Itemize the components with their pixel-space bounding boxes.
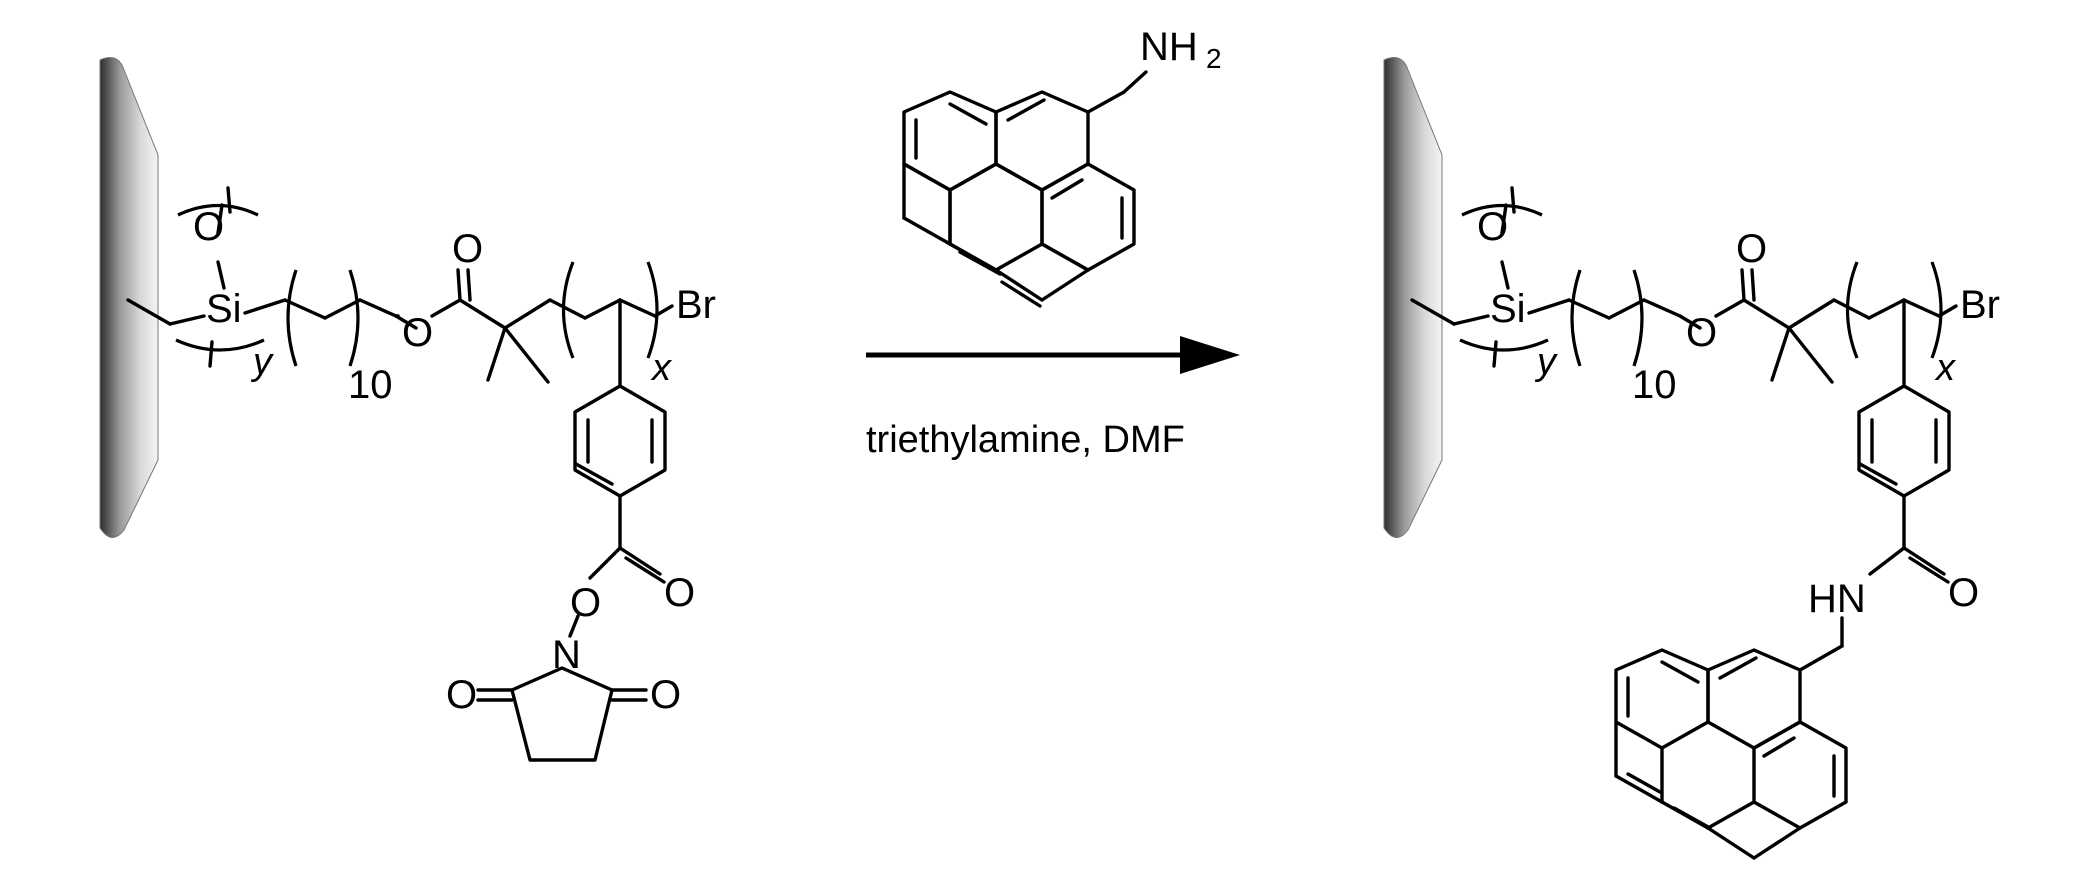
product-ester-oxygen-label: O <box>1686 311 1717 355</box>
reactant-structure: O Si y 10 O O <box>99 57 716 762</box>
product-repeat-y-label: y <box>1534 341 1558 383</box>
carbonyl-oxygen-label: O <box>452 227 483 271</box>
substrate-surface <box>99 57 159 538</box>
product-oxygen-label: O <box>1477 205 1508 249</box>
product-polymer-backbone <box>1832 261 1958 388</box>
amine-subscript: 2 <box>1206 43 1222 74</box>
bromine-label: Br <box>676 283 716 327</box>
amide-nitrogen-label: HN <box>1808 577 1866 621</box>
oxygen-label: O <box>193 205 224 249</box>
amide-linker <box>1798 494 1950 672</box>
nhs-carbonyl-oxygen-label: O <box>664 571 695 615</box>
reagent-pyrenemethylamine: NH 2 <box>902 25 1222 308</box>
product-pyrene <box>1614 648 1848 860</box>
ester-oxygen-label: O <box>402 311 433 355</box>
succinimide-oxygen-right-label: O <box>650 673 681 717</box>
reaction-conditions: triethylamine, DMF <box>866 419 1185 461</box>
amine-label: NH <box>1140 25 1198 69</box>
repeat-10-label: 10 <box>348 363 393 407</box>
siloxane-anchor <box>126 186 287 368</box>
nhs-ester <box>476 494 666 762</box>
ester-linker <box>394 268 552 384</box>
silicon-label: Si <box>206 287 242 331</box>
repeat-y-label: y <box>250 341 274 383</box>
product-benzene-ring <box>1857 384 1951 498</box>
product-carbonyl-oxygen-label: O <box>1736 227 1767 271</box>
product-substrate-surface <box>1383 57 1443 538</box>
product-bromine-label: Br <box>1960 283 2000 327</box>
product-structure: O Si y 10 O O <box>1383 57 2000 860</box>
polymer-backbone <box>548 261 674 388</box>
product-repeat-x-label: x <box>1934 347 1957 389</box>
product-repeat-10-label: 10 <box>1632 363 1677 407</box>
product-alkyl-chain <box>1567 269 1682 367</box>
alkyl-chain <box>283 269 400 367</box>
amide-oxygen-label: O <box>1948 571 1979 615</box>
succinimide-oxygen-left-label: O <box>446 673 477 717</box>
repeat-x-label: x <box>650 347 673 389</box>
nhs-nitrogen-label: N <box>552 633 581 677</box>
reaction-arrow <box>866 336 1240 374</box>
product-silicon-label: Si <box>1490 287 1526 331</box>
benzene-ring <box>573 384 667 498</box>
product-siloxane-anchor <box>1410 186 1571 368</box>
product-ester-linker <box>1678 268 1836 384</box>
nhs-ester-oxygen-label: O <box>570 581 601 625</box>
